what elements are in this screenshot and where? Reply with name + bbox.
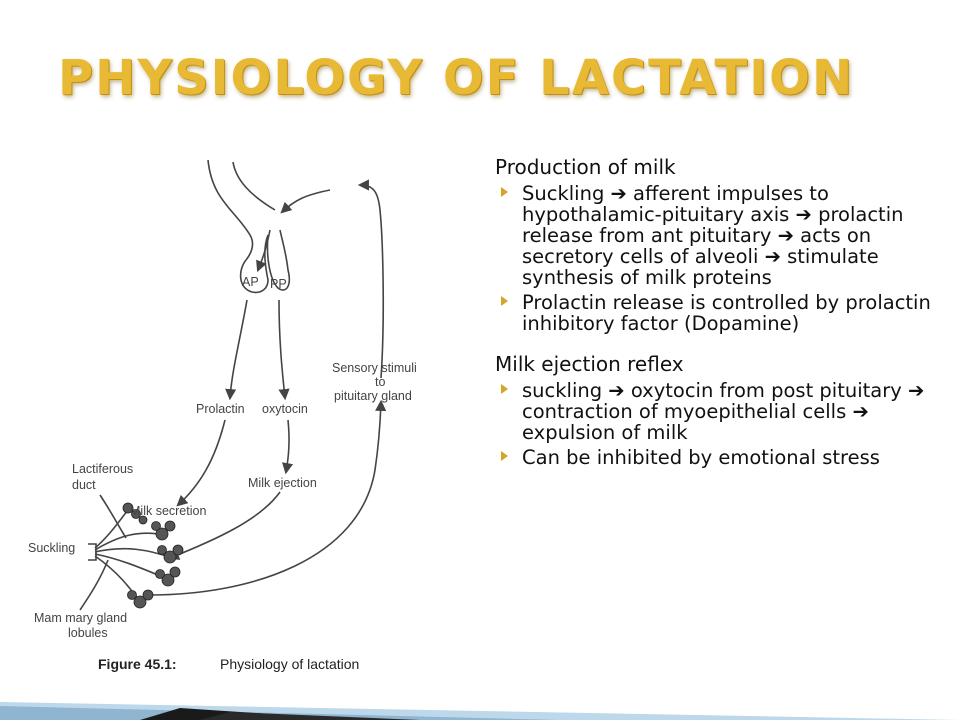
sensory-label-1: Sensory stimuli (332, 361, 417, 375)
figure-caption-text: Physiology of lactation (220, 656, 359, 672)
stalk-down-arrow (256, 229, 271, 273)
milk-secretion-label: Milk secretion (130, 504, 206, 518)
content-panel: Production of milk Suckling ➔ afferent i… (495, 155, 935, 472)
bullet-item: suckling ➔ oxytocin from post pituitary … (495, 380, 935, 443)
posterior-pituitary-lobe (266, 229, 291, 291)
prolactin-label: Prolactin (196, 402, 245, 416)
bullet-item: Suckling ➔ afferent impulses to hypothal… (495, 183, 935, 288)
alveoli-clusters (122, 502, 184, 609)
prolactin-to-secretion-arrow (176, 419, 226, 507)
alveolus (127, 590, 137, 600)
suckling-label: Suckling (28, 541, 75, 555)
slide-title: PHYSIOLOGY OF LACTATION (58, 50, 855, 106)
alveolus (155, 527, 169, 541)
sensory-label-2: to (375, 375, 385, 389)
alveolus (157, 545, 167, 555)
section-heading-production: Production of milk (495, 155, 676, 179)
alveolus (169, 566, 181, 578)
sensory-feedback-line (357, 179, 385, 379)
milk-ejection-label: Milk ejection (248, 476, 317, 490)
nipple (88, 543, 97, 561)
lactation-figure: AP PP Sensory stimuli to pituitary gland… (0, 140, 480, 680)
triangle-bullet-icon (501, 296, 508, 306)
ejection-to-breast-arrow (167, 491, 281, 560)
bullet-item: Can be inhibited by emotional stress (495, 447, 935, 468)
anterior-pituitary-lobe (239, 234, 269, 294)
duct-5 (94, 509, 129, 549)
alveolus (164, 520, 176, 532)
breast-to-sensory-arrow (149, 399, 387, 596)
triangle-bullet-icon (501, 187, 508, 197)
hypothalamus-right-curve (232, 161, 276, 211)
lactation-diagram: AP PP Sensory stimuli to pituitary gland… (28, 159, 417, 672)
alveolus (131, 509, 141, 519)
triangle-bullet-icon (501, 451, 508, 461)
alveolus (155, 569, 165, 579)
ejection-bullets: suckling ➔ oxytocin from post pituitary … (495, 380, 935, 468)
footer-dark-wedge-2 (200, 712, 420, 720)
alveolus (163, 550, 177, 564)
oxytocin-label: oxytocin (262, 402, 308, 416)
ap-to-prolactin-arrow (225, 299, 248, 401)
mammary-label-2: lobules (68, 626, 108, 640)
sensory-label-3: pituitary gland (334, 389, 412, 403)
alveolus (172, 544, 184, 556)
triangle-bullet-icon (501, 384, 508, 394)
bullet-text: suckling ➔ oxytocin from post pituitary … (522, 379, 925, 444)
bullet-text: Suckling ➔ afferent impulses to hypothal… (522, 182, 904, 289)
duct-1 (94, 532, 166, 551)
pp-to-oxytocin-arrow (278, 299, 290, 401)
bullet-text: Prolactin release is controlled by prola… (522, 291, 931, 335)
production-bullets: Suckling ➔ afferent impulses to hypothal… (495, 183, 935, 334)
pp-label: PP (270, 277, 287, 291)
ap-label: AP (242, 275, 259, 289)
lactiferous-label-2: duct (72, 478, 96, 492)
mammary-pointer (79, 559, 109, 611)
alveolus (161, 573, 175, 587)
hypothalamus-left-curve (207, 159, 254, 261)
alveolus (138, 515, 148, 525)
lactiferous-label-1: Lactiferous (72, 462, 133, 476)
bullet-item: Prolactin release is controlled by prola… (495, 292, 935, 334)
footer-mid-wedge (0, 706, 560, 720)
lactiferous-pointer (99, 494, 127, 539)
bullet-text: Can be inhibited by emotional stress (522, 446, 880, 469)
alveolus (151, 521, 161, 531)
figure-caption-label: Figure 45.1: (98, 656, 177, 672)
mammary-label-1: Mam mary gland (34, 611, 127, 625)
oxytocin-to-ejection-arrow (282, 419, 294, 475)
alveolus (133, 595, 147, 609)
hypothalamus-entry-arrow (280, 189, 331, 214)
alveolus (142, 589, 154, 601)
section-heading-ejection: Milk ejection reflex (495, 352, 684, 376)
alveolus (122, 502, 134, 514)
footer-decoration (0, 680, 960, 720)
